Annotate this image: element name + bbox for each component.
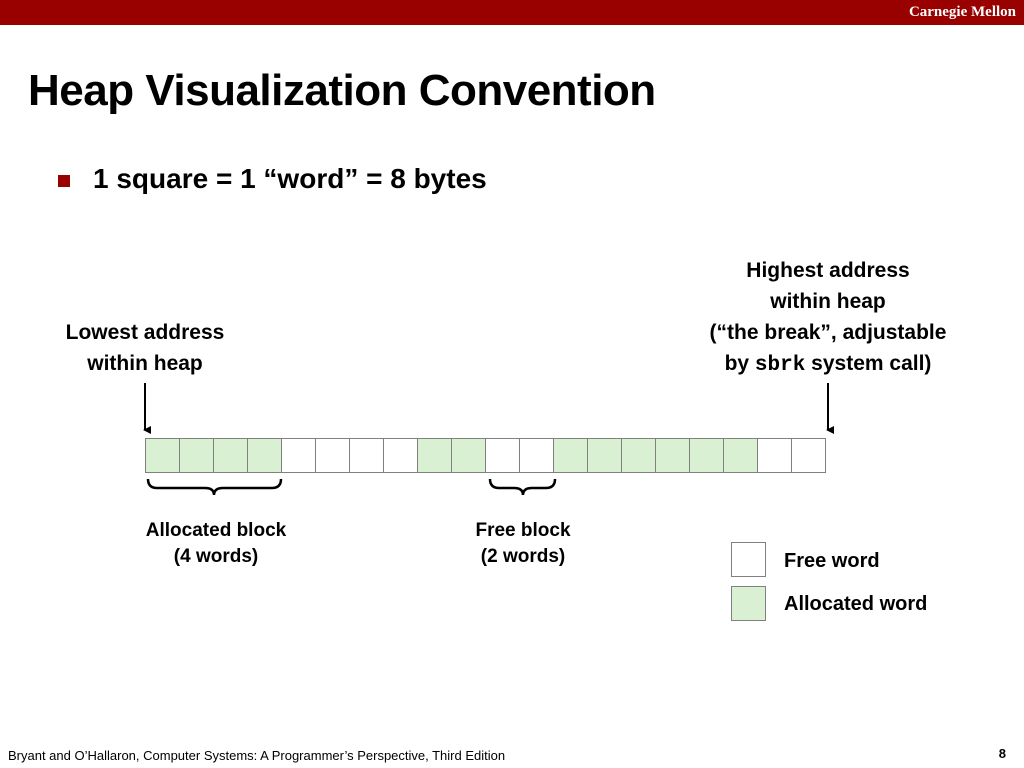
free-word-cell	[349, 438, 384, 473]
free-word-cell	[519, 438, 554, 473]
footer-citation: Bryant and O’Hallaron, Computer Systems:…	[8, 748, 506, 763]
allocated-word-cell	[213, 438, 248, 473]
allocated-word-cell	[655, 438, 690, 473]
allocated-block-caption: Allocated block (4 words)	[130, 518, 302, 570]
sbrk-code: sbrk	[754, 354, 806, 377]
allocated-block-line-2: (4 words)	[173, 546, 259, 567]
bullet-text: 1 square = 1 “word” = 8 bytes	[93, 163, 487, 194]
allocated-block-brace	[146, 478, 283, 496]
brand-name: Carnegie Mellon	[908, 4, 1016, 20]
free-word-cell	[757, 438, 792, 473]
free-word-cell	[791, 438, 826, 473]
lowest-address-line-1: Lowest address	[65, 321, 225, 344]
highest-by-text: by	[724, 352, 755, 375]
highest-address-label: Highest address within heap (“the break”…	[690, 255, 966, 381]
legend-allocated-label: Allocated word	[784, 593, 928, 615]
legend-allocated-swatch	[731, 586, 766, 621]
legend-free-label: Free word	[784, 550, 880, 572]
free-block-line-1: Free block	[475, 520, 571, 541]
free-word-cell	[383, 438, 418, 473]
bullet-square-icon	[58, 175, 70, 187]
page-number: 8	[998, 746, 1006, 761]
allocated-word-cell	[587, 438, 622, 473]
highest-address-line-1: Highest address	[746, 259, 910, 282]
free-block-brace	[488, 478, 557, 496]
allocated-word-cell	[179, 438, 214, 473]
allocated-word-cell	[689, 438, 724, 473]
highest-tail-text: system call)	[805, 352, 932, 375]
highest-address-line-4: by sbrk system call)	[690, 348, 966, 381]
allocated-block-line-1: Allocated block	[145, 520, 287, 541]
allocated-word-cell	[451, 438, 486, 473]
slide-title: Heap Visualization Convention	[28, 66, 656, 115]
free-block-caption: Free block (2 words)	[452, 518, 594, 570]
top-bar: Carnegie Mellon	[0, 0, 1024, 25]
allocated-word-cell	[723, 438, 758, 473]
allocated-word-cell	[145, 438, 180, 473]
highest-address-line-2: within heap	[770, 290, 886, 313]
allocated-word-cell	[417, 438, 452, 473]
allocated-word-cell	[247, 438, 282, 473]
free-word-cell	[485, 438, 520, 473]
heap-word-row	[145, 438, 826, 473]
allocated-word-cell	[553, 438, 588, 473]
free-block-line-2: (2 words)	[480, 546, 566, 567]
lowest-address-label: Lowest address within heap	[52, 317, 238, 379]
lowest-address-line-2: within heap	[87, 352, 203, 375]
free-word-cell	[315, 438, 350, 473]
legend-free-swatch	[731, 542, 766, 577]
highest-address-line-3: (“the break”, adjustable	[709, 321, 947, 344]
allocated-word-cell	[621, 438, 656, 473]
free-word-cell	[281, 438, 316, 473]
